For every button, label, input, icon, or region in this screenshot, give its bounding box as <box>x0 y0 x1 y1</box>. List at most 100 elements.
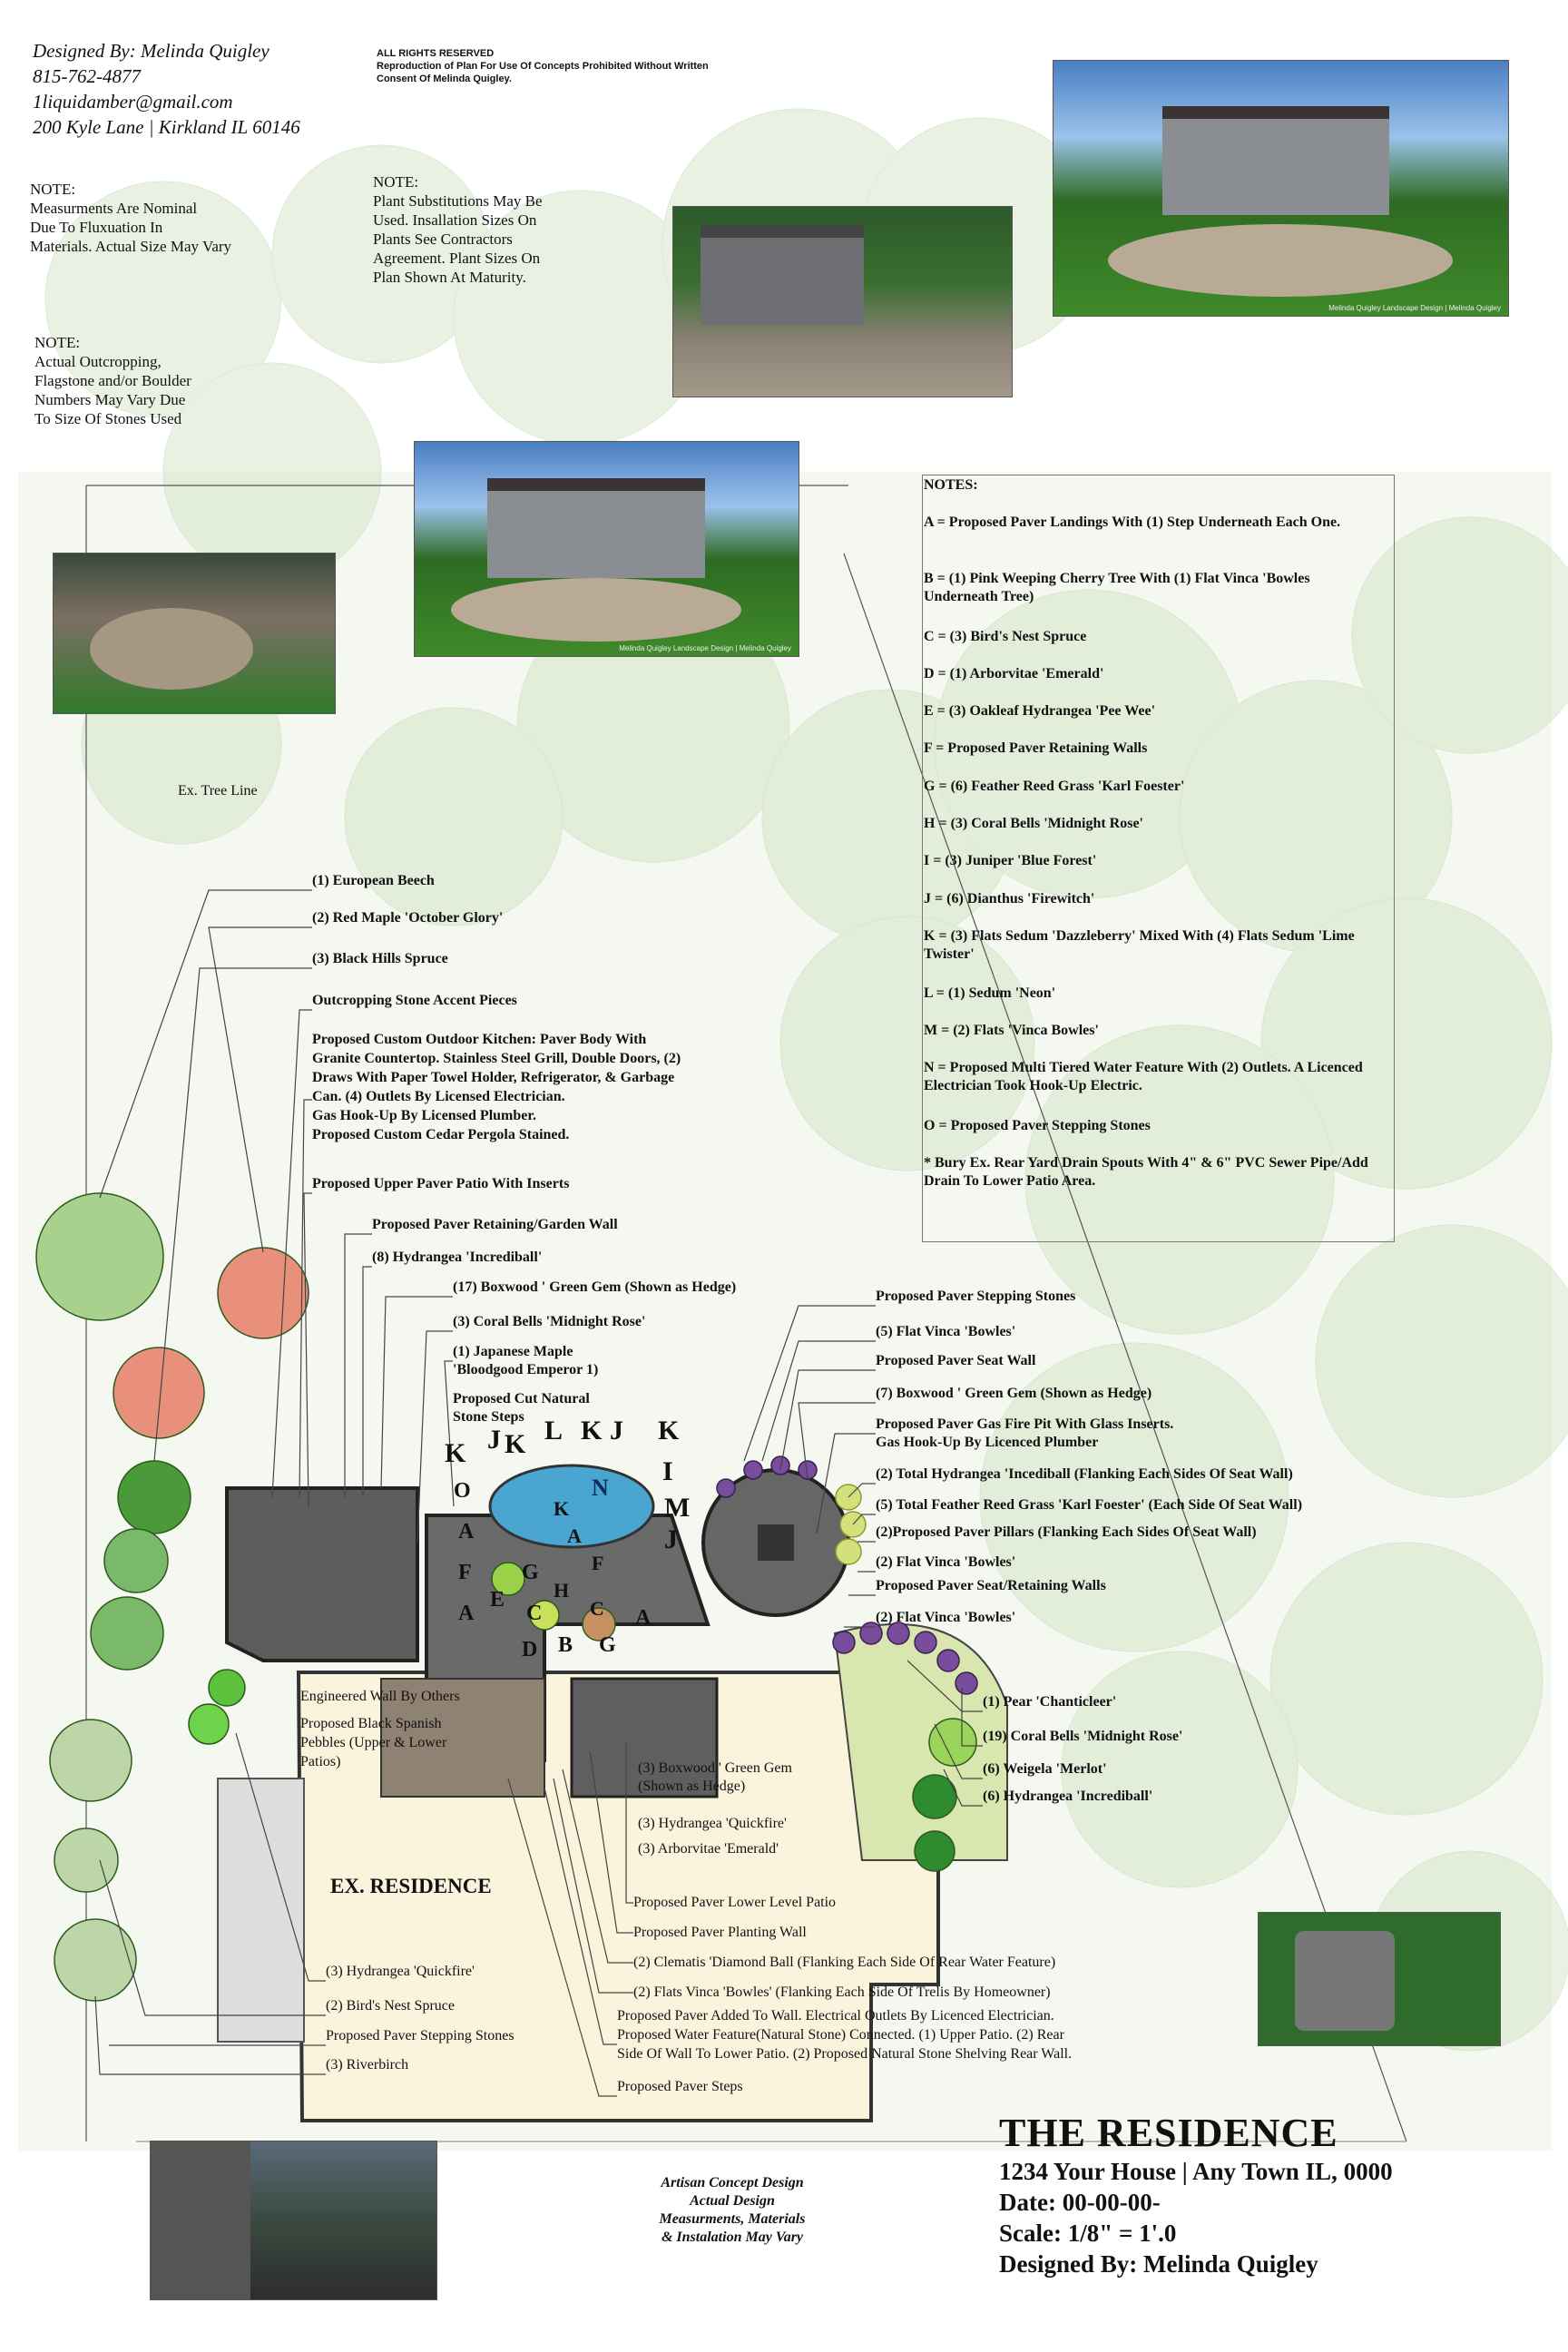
legend-item-j: J = (6) Dianthus 'Firewitch' <box>924 891 1095 906</box>
design-disclaimer: Artisan Concept Design Actual Design Mea… <box>632 2174 832 2247</box>
designer-name: Designed By: Melinda Quigley <box>33 40 270 62</box>
photo-caption: Melinda Quigley Landscape Design | Melin… <box>619 644 791 652</box>
plan-label-a: A <box>567 1524 582 1547</box>
callout-pear: (1) Pear 'Chanticleer' <box>983 1694 1117 1710</box>
project-date: Date: 00-00-00- <box>999 2189 1161 2216</box>
legend-item-o: O = Proposed Paver Stepping Stones <box>924 1118 1151 1133</box>
callout-japanese-maple: 'Bloodgood Emperor 1) <box>453 1362 599 1377</box>
legend-item-drain: * Bury Ex. Rear Yard Drain Spouts With 4… <box>924 1155 1368 1189</box>
note-outcropping: NOTE: Actual Outcropping, Flagstone and/… <box>34 333 191 428</box>
rights-notice: ALL RIGHTS RESERVED Reproduction of Plan… <box>377 47 709 85</box>
plan-label-h: H <box>554 1579 570 1602</box>
callout-japanese-maple: (1) Japanese Maple <box>453 1344 573 1359</box>
callout-birds-nest-spruce: (2) Bird's Nest Spruce <box>326 1998 455 2014</box>
rendering-photo-aerial-patio <box>53 553 336 714</box>
callout-flat-vinca: (5) Flat Vinca 'Bowles' <box>876 1324 1016 1339</box>
plan-label-a: A <box>458 1602 475 1625</box>
plan-label-j: J <box>610 1416 623 1446</box>
legend-item-e: E = (3) Oakleaf Hydrangea 'Pee Wee' <box>924 703 1156 719</box>
plan-label-l: L <box>544 1416 564 1446</box>
callout-hydrangea-incrediball: (6) Hydrangea 'Incrediball' <box>983 1788 1153 1804</box>
legend-item-l: L = (1) Sedum 'Neon' <box>924 985 1056 1001</box>
note-line: Actual Outcropping, <box>34 353 162 370</box>
plan-label-i: I <box>662 1456 673 1486</box>
callout-boxwood-hedge: (3) Boxwood ' Green Gem <box>638 1760 792 1776</box>
project-address: 1234 Your House | Any Town IL, 0000 <box>999 2158 1393 2185</box>
callout-boxwood-hedge: (17) Boxwood ' Green Gem (Shown as Hedge… <box>453 1279 737 1295</box>
leader-lines <box>94 889 983 2097</box>
note-line: Flagstone and/or Boulder <box>34 372 191 389</box>
disclaimer-line: Artisan Concept Design <box>661 2175 804 2190</box>
plan-label-a: A <box>635 1606 652 1630</box>
callout-flat-vinca: (2) Flat Vinca 'Bowles' <box>876 1554 1016 1570</box>
callout-outdoor-kitchen: Granite Countertop. Stainless Steel Gril… <box>312 1051 681 1066</box>
callout-flat-vinca: (2) Flat Vinca 'Bowles' <box>876 1610 1016 1625</box>
plan-label-f: F <box>458 1561 472 1584</box>
photo-caption: Melinda Quigley Landscape Design | Melin… <box>1328 304 1501 312</box>
plan-label-d: D <box>522 1638 538 1661</box>
legend-item-f: F = Proposed Paver Retaining Walls <box>924 740 1148 756</box>
upper-patio <box>225 1486 419 1662</box>
project-designer: Designed By: Melinda Quigley <box>999 2250 1318 2278</box>
garage-area <box>217 1778 305 2043</box>
callout-hydrangea-total: (2) Total Hydrangea 'Incediball (Flankin… <box>876 1466 1293 1482</box>
disclaimer-line: Actual Design <box>690 2193 775 2209</box>
callout-cut-stone-steps: Stone Steps <box>453 1409 524 1425</box>
callout-water-feature: Side Of Wall To Lower Patio. (2) Propose… <box>617 2046 1073 2062</box>
callout-red-maple: (2) Red Maple 'October Glory' <box>312 910 504 926</box>
legend-item-n: N = Proposed Multi Tiered Water Feature … <box>924 1060 1363 1093</box>
plan-label-j: J <box>487 1425 501 1455</box>
plan-label-j: J <box>664 1524 678 1554</box>
callout-feather-reed-grass: (5) Total Feather Reed Grass 'Karl Foest… <box>876 1497 1303 1513</box>
note-line: Numbers May Vary Due <box>34 391 186 408</box>
note-line: Due To Fluxuation In <box>30 219 163 236</box>
note-line: Used. Insallation Sizes On <box>373 211 537 229</box>
callout-hydrangea-incrediball: (8) Hydrangea 'Incrediball' <box>372 1250 543 1265</box>
callout-paver-pillars: (2)Proposed Paver Pillars (Flanking Each… <box>876 1524 1257 1540</box>
project-scale: Scale: 1/8" = 1'.0 <box>999 2220 1177 2247</box>
plan-label-e: E <box>490 1588 505 1612</box>
legend-item-i: I = (3) Juniper 'Blue Forest' <box>924 853 1097 868</box>
callout-stepping-stones: Proposed Paver Stepping Stones <box>876 1289 1076 1304</box>
rights-line: Reproduction of Plan For Use Of Concepts… <box>377 61 709 72</box>
page-title: THE RESIDENCE <box>999 2111 1338 2155</box>
plan-label-c: C <box>526 1602 543 1625</box>
water-feature-pool <box>488 1464 655 1549</box>
note-line: Agreement. Plant Sizes On <box>373 250 541 267</box>
callout-hydrangea-quickfire: (3) Hydrangea 'Quickfire' <box>326 1964 475 1979</box>
legend-item-b: B = (1) Pink Weeping Cherry Tree With (1… <box>924 571 1310 604</box>
callout-boxwood-hedge: (Shown as Hedge) <box>638 1779 746 1794</box>
legend-item-c: C = (3) Bird's Nest Spruce <box>924 629 1087 644</box>
callout-arborvitae: (3) Arborvitae 'Emerald' <box>638 1841 779 1857</box>
fire-pit <box>758 1524 794 1561</box>
rendering-photo-fire-pit <box>150 2141 437 2300</box>
callout-cut-stone-steps: Proposed Cut Natural <box>453 1391 590 1406</box>
lower-patio-inserts <box>570 1677 719 1798</box>
legend-item-h: H = (3) Coral Bells 'Midnight Rose' <box>924 816 1143 831</box>
callout-paver-steps: Proposed Paver Steps <box>617 2079 743 2094</box>
designer-email[interactable]: 1liquidamber@gmail.com <box>33 91 233 113</box>
rights-line: Consent Of Melinda Quigley. <box>377 74 512 84</box>
callout-coral-bells: (3) Coral Bells 'Midnight Rose' <box>453 1314 646 1329</box>
stone-pebble-area <box>380 1678 545 1798</box>
designer-address: 200 Kyle Lane | Kirkland IL 60146 <box>33 116 300 138</box>
note-line: Materials. Actual Size May Vary <box>30 238 232 255</box>
rendering-photo-house-rear: Melinda Quigley Landscape Design | Melin… <box>1053 60 1509 317</box>
plan-label-k: K <box>505 1429 526 1459</box>
callout-outdoor-kitchen: Proposed Custom Outdoor Kitchen: Paver B… <box>312 1032 647 1047</box>
plant-symbols <box>35 1192 978 2002</box>
legend-item-a: A = Proposed Paver Landings With (1) Ste… <box>924 514 1341 530</box>
callout-spanish-pebbles: Pebbles (Upper & Lower <box>300 1735 447 1750</box>
plan-label-f: F <box>592 1552 604 1574</box>
callout-seat-wall: Proposed Paver Seat Wall <box>876 1353 1036 1368</box>
callout-flats-vinca: (2) Flats Vinca 'Bowles' (Flanking Each … <box>633 1984 1051 2000</box>
note-line: Measurments Are Nominal <box>30 200 198 217</box>
rendering-photo-kitchen <box>672 206 1013 397</box>
rights-title: ALL RIGHTS RESERVED <box>377 48 495 59</box>
plan-label-g: G <box>522 1561 539 1584</box>
callout-outdoor-kitchen: Gas Hook-Up By Licensed Plumber. <box>312 1108 536 1123</box>
legend-title: NOTES: <box>924 477 978 493</box>
plan-label-m: M <box>664 1493 691 1523</box>
callout-lower-patio: Proposed Paver Lower Level Patio <box>633 1895 837 1910</box>
